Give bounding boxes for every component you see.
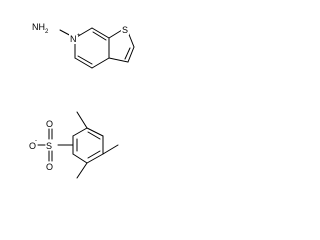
- thiophene-sulfur-bg: [121, 24, 129, 35]
- bond-ring-c1-c2: [72, 127, 88, 137]
- bond-c7-c7a-double: [91, 27, 110, 39]
- ring-nitrogen-bg: [69, 33, 78, 44]
- amino-text: NH: [32, 22, 45, 32]
- bond-c7-c7a-double-inner: [92, 31, 107, 41]
- thienopyridinium-cation: NH2 N + S: [31, 21, 135, 69]
- sulfonate-sulfur-label: S: [46, 141, 52, 151]
- amino-group-label: NH2: [32, 22, 49, 35]
- bond-c7a-s1: [108, 29, 123, 39]
- bond-c2-c3-double-inner: [124, 47, 131, 60]
- bond-c3-c3a: [108, 57, 129, 63]
- bond-ring-c2-c3-inner: [87, 131, 101, 140]
- bond-ring-c5-c6: [72, 153, 88, 164]
- bond-methyl-top: [76, 111, 88, 129]
- bond-c4-c5-double: [74, 57, 93, 69]
- bond-ring-c4-c5-inner: [87, 150, 101, 159]
- bond-c3a-c4: [91, 57, 110, 69]
- bond-c4-c5-double-inner: [77, 55, 93, 65]
- bond-methyl-right: [102, 144, 119, 155]
- bond-methyl-bottom: [76, 162, 88, 179]
- sulfonate-oxide-label: O: [29, 141, 36, 151]
- amino-label-bg: [31, 21, 59, 33]
- mesitylenesulfonate-anion: S O O O -: [29, 111, 119, 179]
- ring-nitrogen-label: N: [70, 34, 77, 44]
- amino-subscript: 2: [45, 29, 49, 35]
- structure-diagram: NH2 N + S S O O O -: [29, 21, 135, 179]
- sulfonate-oxide-charge: -: [35, 138, 37, 144]
- sulfonate-oxygen-top-label: O: [46, 119, 53, 129]
- sulfonate-oxygen-bottom-label: O: [46, 162, 53, 172]
- thiophene-sulfur-label: S: [122, 25, 128, 35]
- ring-nitrogen-charge: +: [77, 33, 81, 39]
- bond-ring-c2-c3: [86, 127, 104, 137]
- bond-c2-c3-double: [127, 46, 135, 63]
- bond-ring-c4-c5: [86, 153, 104, 164]
